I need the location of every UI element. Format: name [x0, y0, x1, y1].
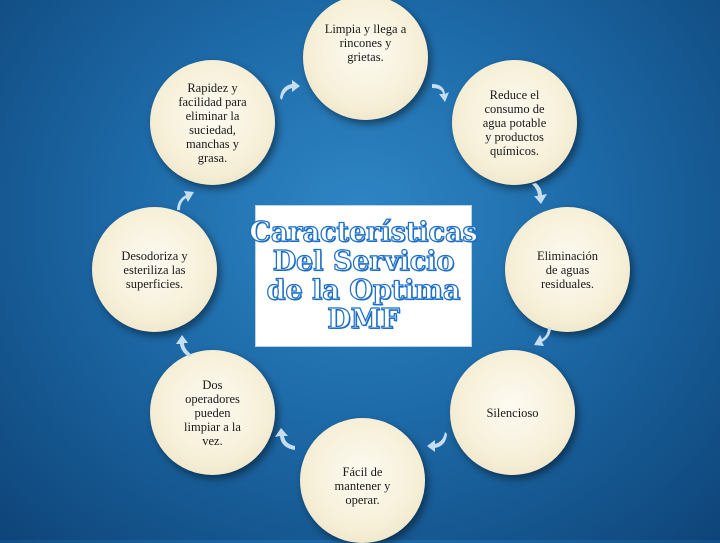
- node-reduce-text: Reduce el consumo de agua potable y prod…: [482, 87, 547, 158]
- node-facil: Fácil de mantener y operar.: [300, 418, 425, 543]
- node-rapidez: Rapidez y facilidad para eliminar la suc…: [150, 60, 275, 185]
- curved-arrow-icon: [280, 80, 300, 100]
- curved-arrow-icon: [534, 327, 551, 346]
- node-facil-text: Fácil de mantener y operar.: [334, 464, 391, 507]
- node-limpia: Limpia y llega a rincones y grietas.: [303, 0, 428, 120]
- node-desodoriza: Desodoriza y esteriliza las superficies.: [92, 207, 217, 332]
- node-eliminacion-text: Eliminación de aguas residuales.: [536, 248, 599, 291]
- node-silencioso: Silencioso: [450, 350, 575, 475]
- curved-arrow-icon: [275, 428, 295, 450]
- node-dos-text: Dos operadores pueden limpiar a la vez.: [184, 377, 241, 448]
- node-dos: Dos operadores pueden limpiar a la vez.: [150, 350, 275, 475]
- node-reduce: Reduce el consumo de agua potable y prod…: [452, 60, 577, 185]
- curved-arrow-icon: [427, 432, 447, 452]
- node-eliminacion: Eliminación de aguas residuales.: [505, 207, 630, 332]
- curved-arrow-icon: [176, 335, 192, 357]
- curved-arrow-icon: [432, 84, 449, 102]
- center-title-box: Características Del Servicio de la Optim…: [249, 205, 478, 347]
- node-limpia-text: Limpia y llega a rincones y grietas.: [324, 21, 407, 64]
- center-title: Características Del Servicio de la Optim…: [249, 217, 479, 335]
- curved-arrow-icon: [177, 191, 194, 210]
- node-rapidez-text: Rapidez y facilidad para eliminar la suc…: [178, 80, 247, 165]
- curved-arrow-icon: [532, 183, 547, 204]
- node-silencioso-text: Silencioso: [486, 405, 539, 420]
- node-desodoriza-text: Desodoriza y esteriliza las superficies.: [121, 248, 188, 291]
